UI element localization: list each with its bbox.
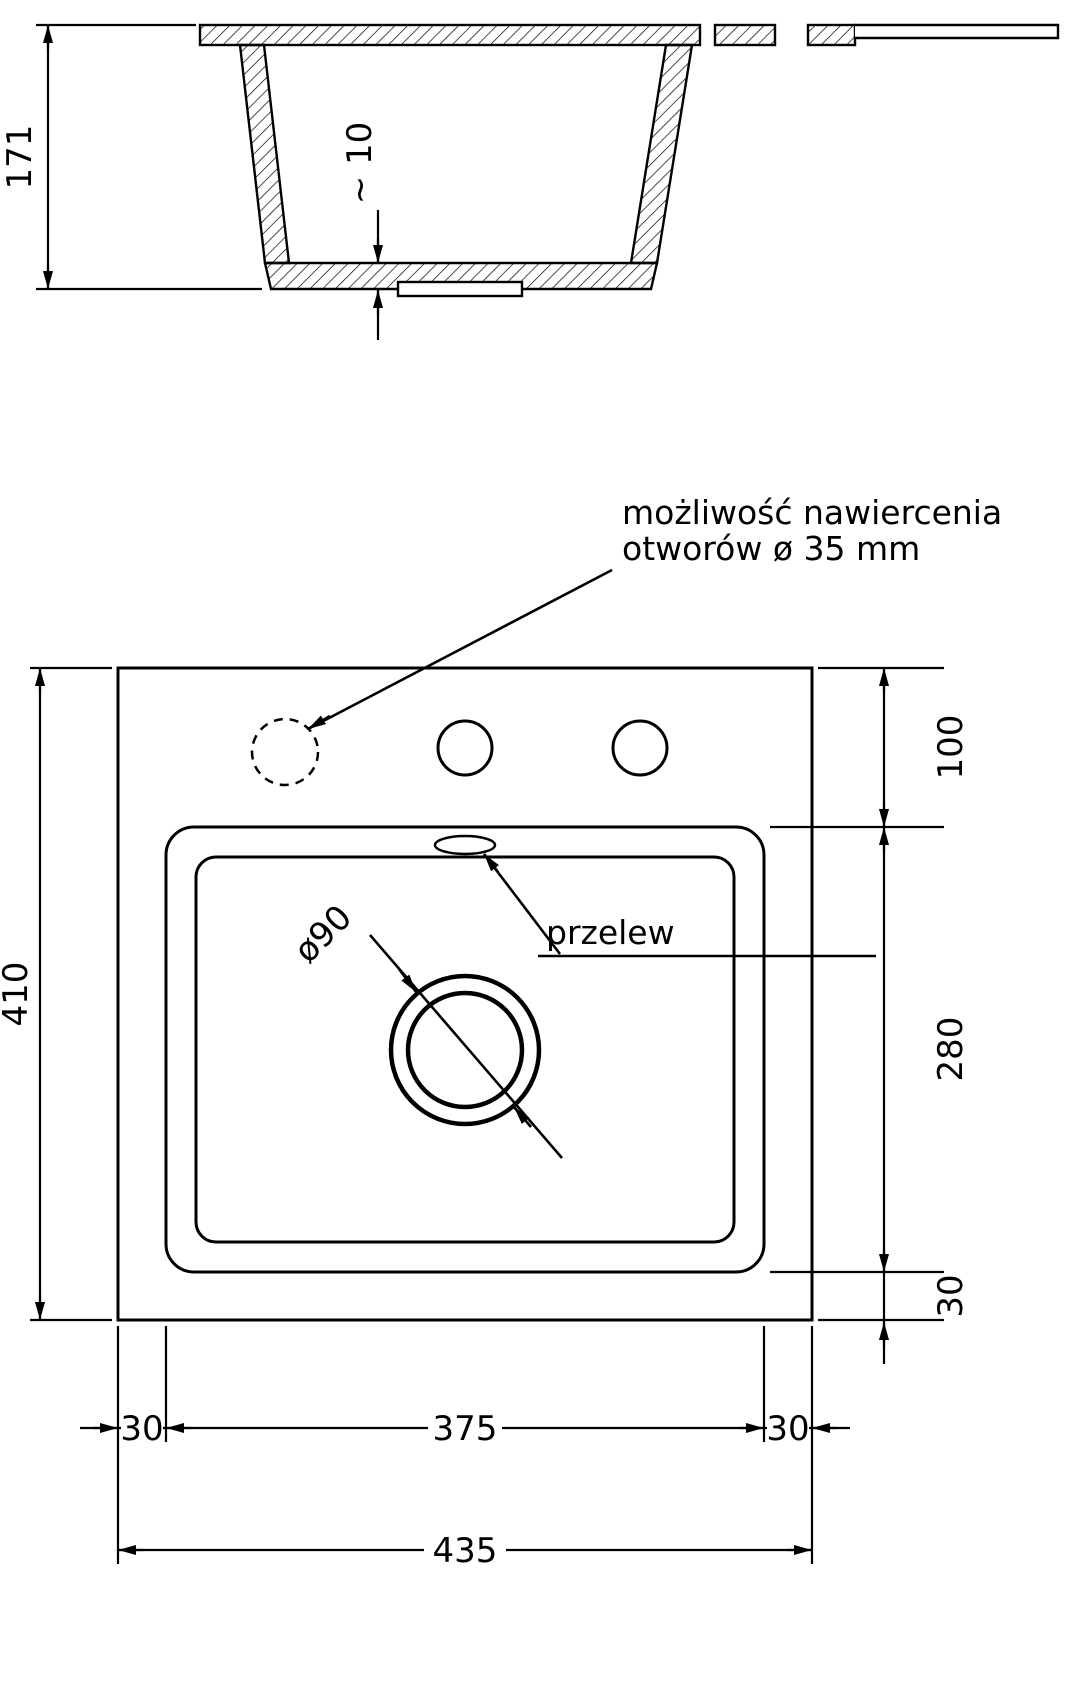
deck-section-right bbox=[806, 23, 857, 47]
right-wall-section bbox=[629, 43, 694, 265]
faucet-hole-2 bbox=[611, 719, 669, 777]
right-margin-label: 30 bbox=[766, 1409, 809, 1449]
label-mask bbox=[121, 1408, 163, 1446]
overall-width-label: 435 bbox=[433, 1531, 498, 1571]
drain-inner-circle bbox=[405, 990, 525, 1110]
drill-note-line2: otworów ø 35 mm bbox=[622, 529, 920, 568]
faucet-hole-1 bbox=[436, 719, 494, 777]
left-wall-section bbox=[238, 43, 291, 265]
plan-height-dimension: 410 bbox=[0, 666, 112, 1322]
deck-section-middle bbox=[713, 23, 777, 47]
bowl-height-label: 280 bbox=[931, 1017, 971, 1082]
bowl-inner bbox=[194, 855, 736, 1244]
section-thickness-dimension: ~ 10 bbox=[340, 122, 383, 340]
arrow bbox=[482, 853, 500, 873]
height-label: 410 bbox=[0, 962, 36, 1027]
bottom-margin-label: 30 bbox=[931, 1274, 971, 1317]
arrow bbox=[513, 1106, 532, 1128]
counter-edge-line bbox=[855, 23, 1060, 40]
overflow-slot bbox=[433, 834, 497, 856]
optional-hole-dashed bbox=[250, 717, 320, 787]
section-depth-dimension: 171 bbox=[0, 23, 262, 291]
leader-line bbox=[307, 568, 613, 731]
label-mask bbox=[424, 1530, 506, 1568]
bottom-section bbox=[263, 261, 659, 291]
label-mask bbox=[767, 1408, 809, 1446]
overflow-label: przelew bbox=[546, 913, 675, 952]
plan-right-dimensions: 100 280 30 bbox=[770, 666, 971, 1364]
deck-section-left bbox=[198, 23, 702, 47]
drain-outer-circle bbox=[388, 973, 542, 1127]
bowl-width-label: 375 bbox=[433, 1409, 498, 1449]
drill-note-line1: możliwość nawiercenia bbox=[622, 493, 1002, 532]
overflow-note: przelew bbox=[482, 853, 876, 958]
top-offset-label: 100 bbox=[931, 715, 971, 780]
thickness-label: ~ 10 bbox=[340, 122, 380, 205]
section-view bbox=[198, 23, 1060, 298]
drill-note: możliwość nawiercenia otworów ø 35 mm bbox=[307, 493, 1002, 731]
depth-label: 171 bbox=[0, 125, 40, 190]
label-mask bbox=[428, 1408, 502, 1446]
arrow bbox=[307, 714, 331, 731]
plan-view bbox=[116, 666, 814, 1322]
left-margin-label: 30 bbox=[120, 1409, 163, 1449]
arrow bbox=[397, 968, 418, 993]
drain-recess-section bbox=[396, 280, 524, 298]
plan-bottom-dimensions: 30 375 30 435 bbox=[80, 1326, 850, 1571]
